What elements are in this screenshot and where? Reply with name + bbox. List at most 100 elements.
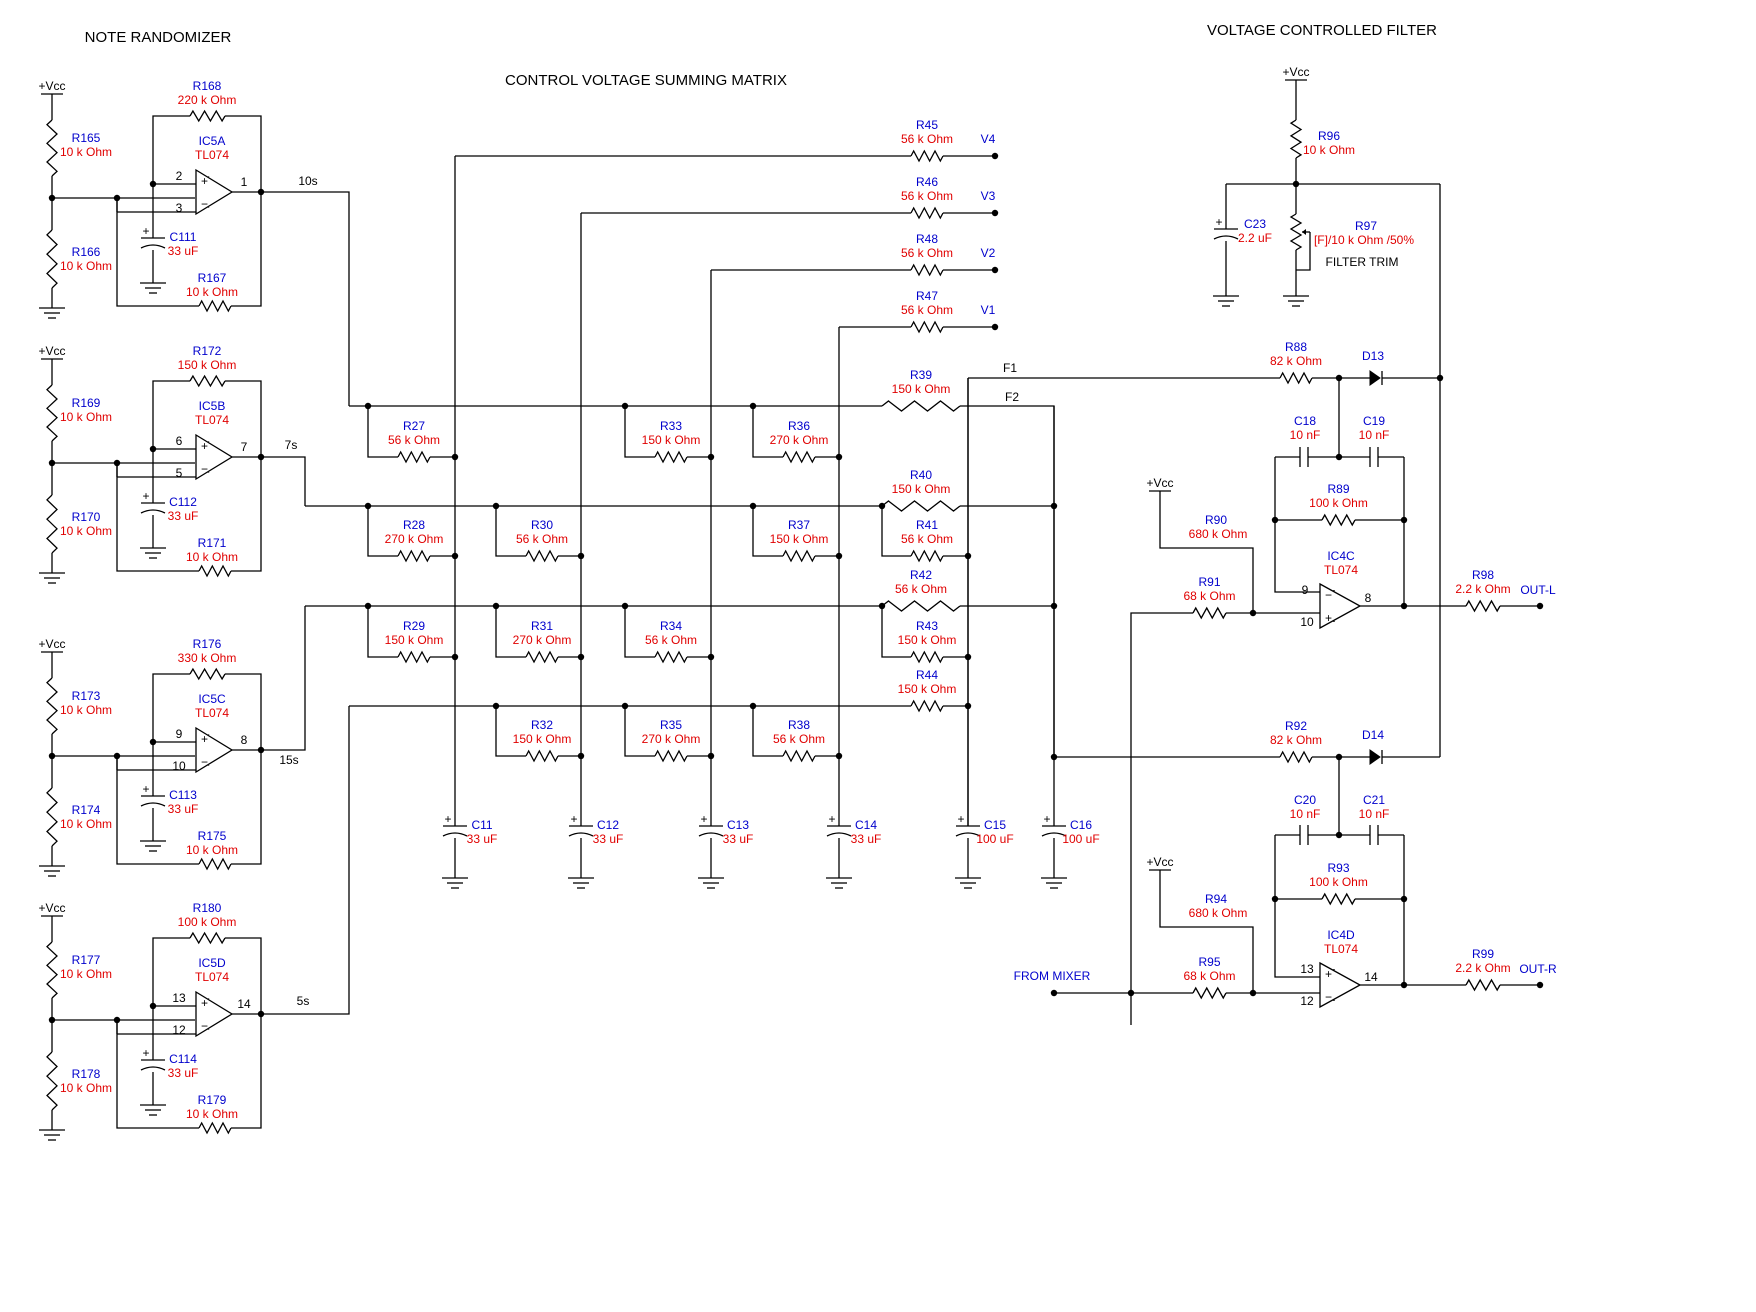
junction-dot bbox=[749, 502, 757, 510]
resistor-r29-name: R29 bbox=[403, 619, 425, 633]
wire bbox=[1296, 232, 1311, 271]
potentiometer-wiper bbox=[1302, 229, 1306, 235]
resistor-r92-value: 82 k Ohm bbox=[1270, 733, 1322, 747]
resistor-r39-name: R39 bbox=[910, 368, 932, 382]
junction-dot bbox=[1400, 516, 1408, 524]
opamp-ic5b-name: IC5B bbox=[199, 399, 226, 413]
wire bbox=[1053, 606, 1280, 758]
resistor-r35-name: R35 bbox=[660, 718, 682, 732]
junction-dot bbox=[149, 738, 157, 746]
junction-dot bbox=[1292, 180, 1300, 188]
net-label-out-r: OUT-R bbox=[1519, 962, 1557, 976]
net-label-v2: V2 bbox=[981, 246, 996, 260]
junction-dot bbox=[577, 653, 585, 661]
opamp-ic5c-name: IC5C bbox=[198, 692, 226, 706]
wire bbox=[1159, 870, 1254, 993]
resistor-symbol bbox=[910, 549, 944, 563]
opamp-input-sign: − bbox=[201, 197, 208, 211]
capacitor-c23-name: C23 bbox=[1244, 217, 1266, 231]
opamp-symbol bbox=[1319, 961, 1362, 1009]
resistor-r91-value: 68 k Ohm bbox=[1183, 589, 1235, 603]
resistor-r31-value: 270 k Ohm bbox=[513, 633, 572, 647]
net-label-10s: 10s bbox=[298, 174, 317, 188]
junction-dot bbox=[113, 194, 121, 202]
resistor-r38-value: 56 k Ohm bbox=[773, 732, 825, 746]
resistor-r94-value: 680 k Ohm bbox=[1189, 906, 1248, 920]
capacitor-c114-name: C114 bbox=[169, 1052, 197, 1066]
opamp-input-sign: + bbox=[1325, 967, 1332, 981]
wire bbox=[752, 506, 783, 557]
junction-dot bbox=[364, 602, 372, 610]
pin-number: 7 bbox=[241, 440, 248, 454]
resistor-r165-name: R165 bbox=[72, 131, 101, 145]
wire bbox=[752, 706, 783, 757]
junctions bbox=[48, 152, 1544, 1024]
wire bbox=[1274, 835, 1320, 978]
wire bbox=[261, 456, 306, 506]
resistor-r38-name: R38 bbox=[788, 718, 810, 732]
junction-dot bbox=[991, 209, 999, 217]
resistor-r44-name: R44 bbox=[916, 668, 938, 682]
junction-dot bbox=[1536, 602, 1544, 610]
capacitor-c11-name: C11 bbox=[471, 818, 492, 832]
resistor-symbol bbox=[46, 494, 58, 554]
junction-dot bbox=[878, 602, 886, 610]
resistor-r180-name: R180 bbox=[193, 901, 222, 915]
capacitor-symbol bbox=[568, 832, 594, 837]
resistor-r170-value: 10 k Ohm bbox=[60, 524, 112, 538]
resistor-r169-value: 10 k Ohm bbox=[60, 410, 112, 424]
capacitor-symbol bbox=[698, 832, 724, 837]
wire bbox=[1274, 457, 1320, 593]
resistor-r167-value: 10 k Ohm bbox=[186, 285, 238, 299]
pin-number: 13 bbox=[1300, 962, 1314, 976]
capacitor-c113-value: 33 uF bbox=[168, 802, 199, 816]
resistor-r172-name: R172 bbox=[193, 344, 222, 358]
capacitor-c15-value: 100 uF bbox=[976, 832, 1013, 846]
junction-dot bbox=[577, 552, 585, 560]
resistor-r40-value: 150 k Ohm bbox=[892, 482, 951, 496]
resistor-r43-name: R43 bbox=[916, 619, 938, 633]
opamp-input-sign: + bbox=[201, 996, 208, 1010]
wire bbox=[231, 749, 262, 865]
junction-dot bbox=[364, 402, 372, 410]
resistor-r34-value: 56 k Ohm bbox=[645, 633, 697, 647]
wire bbox=[1130, 612, 1193, 1025]
potentiometer-r97-value: [F]/10 k Ohm /50% bbox=[1314, 233, 1414, 247]
resistor-r88-name: R88 bbox=[1285, 340, 1307, 354]
resistor-r169-name: R169 bbox=[72, 396, 101, 410]
resistor-r42-name: R42 bbox=[910, 568, 932, 582]
junction-dot bbox=[991, 266, 999, 274]
wire bbox=[367, 606, 398, 658]
opamp-ic5d-name: IC5D bbox=[198, 956, 226, 970]
junction-dot bbox=[1400, 981, 1408, 989]
diode-symbol bbox=[1369, 749, 1381, 765]
resistor-symbol bbox=[782, 450, 816, 464]
resistor-r175-value: 10 k Ohm bbox=[186, 843, 238, 857]
resistor-r90-name: R90 bbox=[1205, 513, 1227, 527]
capacitor-polarity: + bbox=[142, 489, 149, 503]
wire bbox=[624, 406, 655, 458]
resistor-r95-name: R95 bbox=[1198, 955, 1220, 969]
junction-dot bbox=[492, 702, 500, 710]
resistor-symbol bbox=[397, 450, 431, 464]
resistor-r170-name: R170 bbox=[72, 510, 101, 524]
wire bbox=[495, 506, 526, 557]
wire bbox=[231, 191, 262, 307]
wire bbox=[152, 380, 190, 449]
resistor-r171-value: 10 k Ohm bbox=[186, 550, 238, 564]
resistor-symbol bbox=[198, 564, 232, 578]
resistor-r88-value: 82 k Ohm bbox=[1270, 354, 1322, 368]
wire bbox=[116, 1020, 199, 1129]
pin-number: 9 bbox=[1302, 583, 1309, 597]
resistor-symbol bbox=[881, 500, 961, 512]
resistor-symbol bbox=[1289, 213, 1303, 251]
wire bbox=[231, 1013, 262, 1129]
resistor-r30-value: 56 k Ohm bbox=[516, 532, 568, 546]
resistor-symbol bbox=[910, 650, 944, 664]
resistor-symbol bbox=[654, 650, 688, 664]
junction-dot bbox=[707, 653, 715, 661]
title-vcf: VOLTAGE CONTROLLED FILTER bbox=[1207, 22, 1437, 39]
junction-dot bbox=[749, 402, 757, 410]
resistor-r93-name: R93 bbox=[1327, 861, 1349, 875]
resistor-symbol bbox=[46, 941, 58, 999]
